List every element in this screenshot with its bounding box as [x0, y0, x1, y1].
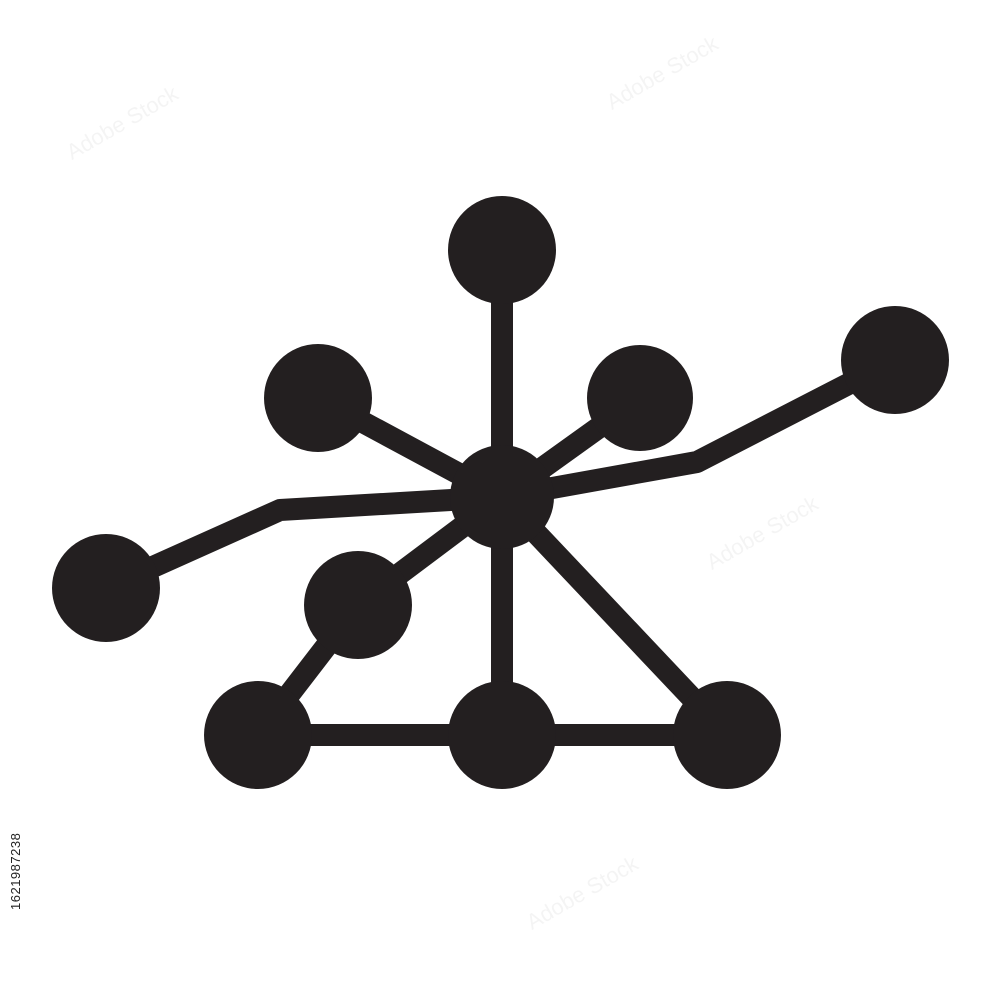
edge-hub-far-left — [95, 486, 513, 599]
node-hub — [450, 445, 554, 549]
node-bottom-center — [448, 681, 556, 789]
stock-id-label: 1621987238 — [8, 832, 23, 910]
node-bottom-left — [204, 681, 312, 789]
node-top — [448, 196, 556, 304]
node-far-right — [841, 306, 949, 414]
node-upper-left — [264, 344, 372, 452]
edge-hub-far-right — [491, 349, 906, 508]
node-bottom-right — [673, 681, 781, 789]
node-mid-left — [304, 551, 412, 659]
node-far-left — [52, 534, 160, 642]
edge-hub-bottom-right — [491, 486, 738, 746]
node-upper-right — [587, 345, 693, 451]
